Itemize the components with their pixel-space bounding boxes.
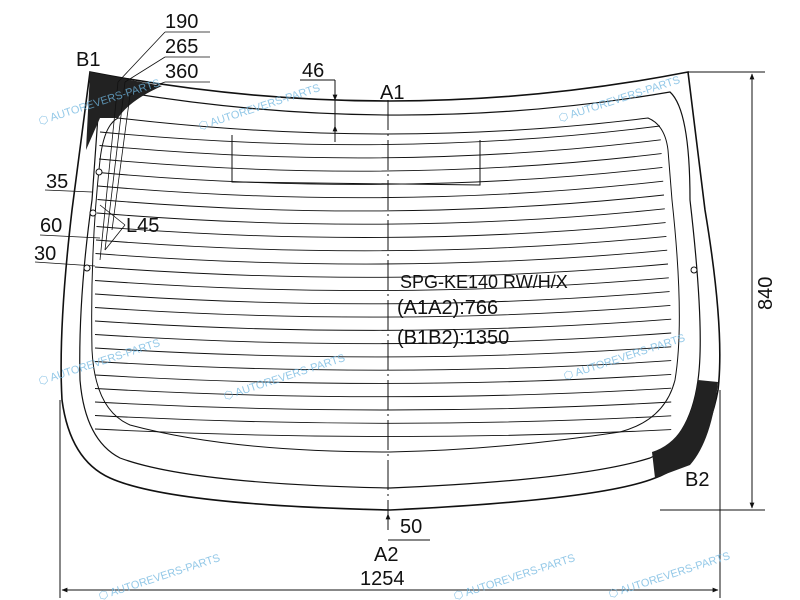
heating-line xyxy=(99,139,661,159)
heating-area-outline xyxy=(91,117,680,453)
corner-leaders xyxy=(34,31,210,267)
heating-line xyxy=(95,249,668,265)
part-code: SPG-KE140 RW/H/X xyxy=(400,272,568,292)
heating-line xyxy=(94,428,672,438)
heating-line xyxy=(99,125,661,146)
label-l45: L45 xyxy=(126,215,159,237)
heating-line xyxy=(98,153,662,172)
a1a2-value: (A1A2):766 xyxy=(397,297,498,319)
dim-50: 50 xyxy=(400,516,422,538)
heating-line xyxy=(94,387,672,398)
glass-outline xyxy=(60,71,721,511)
heating-line xyxy=(97,180,664,199)
dim-265: 265 xyxy=(165,36,198,58)
watermark-text: ⬡ AUTOREVERS-PARTS xyxy=(197,82,321,133)
heating-line xyxy=(94,360,672,371)
watermark-text: ⬡ AUTOREVERS-PARTS xyxy=(607,550,731,600)
heating-line xyxy=(95,235,667,252)
watermark-text: ⬡ AUTOREVERS-PARTS xyxy=(37,337,161,388)
heating-line xyxy=(94,332,672,345)
watermark-text: ⬡ AUTOREVERS-PARTS xyxy=(222,352,346,403)
heating-line xyxy=(94,415,672,424)
heating-line xyxy=(94,401,672,411)
heating-line xyxy=(94,373,672,384)
watermark-text: ⬡ AUTOREVERS-PARTS xyxy=(562,332,686,383)
ceramic-border xyxy=(79,87,701,489)
dim-1254: 1254 xyxy=(360,568,405,590)
watermark-text: ⬡ AUTOREVERS-PARTS xyxy=(97,552,221,600)
heating-lines xyxy=(94,125,672,438)
heating-line xyxy=(94,277,669,292)
dim-360: 360 xyxy=(165,61,198,83)
label-b1: B1 xyxy=(76,49,100,71)
antenna-box xyxy=(231,135,481,186)
label-a2: A2 xyxy=(374,544,398,566)
b1b2-value: (B1B2):1350 xyxy=(397,327,509,349)
heating-line xyxy=(94,304,671,318)
label-b2: B2 xyxy=(685,469,709,491)
heating-line xyxy=(96,208,665,225)
label-a1: A1 xyxy=(380,82,404,104)
dim-35: 35 xyxy=(46,171,68,193)
heating-line xyxy=(94,263,669,278)
dim-840: 840 xyxy=(755,277,777,310)
dim-190: 190 xyxy=(165,11,198,33)
heating-line xyxy=(94,318,672,331)
heating-line xyxy=(98,166,663,185)
heating-line xyxy=(96,222,666,238)
connector-terminals xyxy=(83,168,698,274)
dim-60: 60 xyxy=(40,215,62,237)
b1-black-corner xyxy=(86,72,162,150)
dim-30: 30 xyxy=(34,243,56,265)
dim-46: 46 xyxy=(302,60,324,82)
watermark-text: ⬡ AUTOREVERS-PARTS xyxy=(557,74,681,125)
heating-line xyxy=(97,194,665,212)
heating-line xyxy=(94,346,672,358)
b2-black-corner xyxy=(652,380,718,478)
watermark-text: ⬡ AUTOREVERS-PARTS xyxy=(452,552,576,600)
heating-line xyxy=(94,291,670,305)
